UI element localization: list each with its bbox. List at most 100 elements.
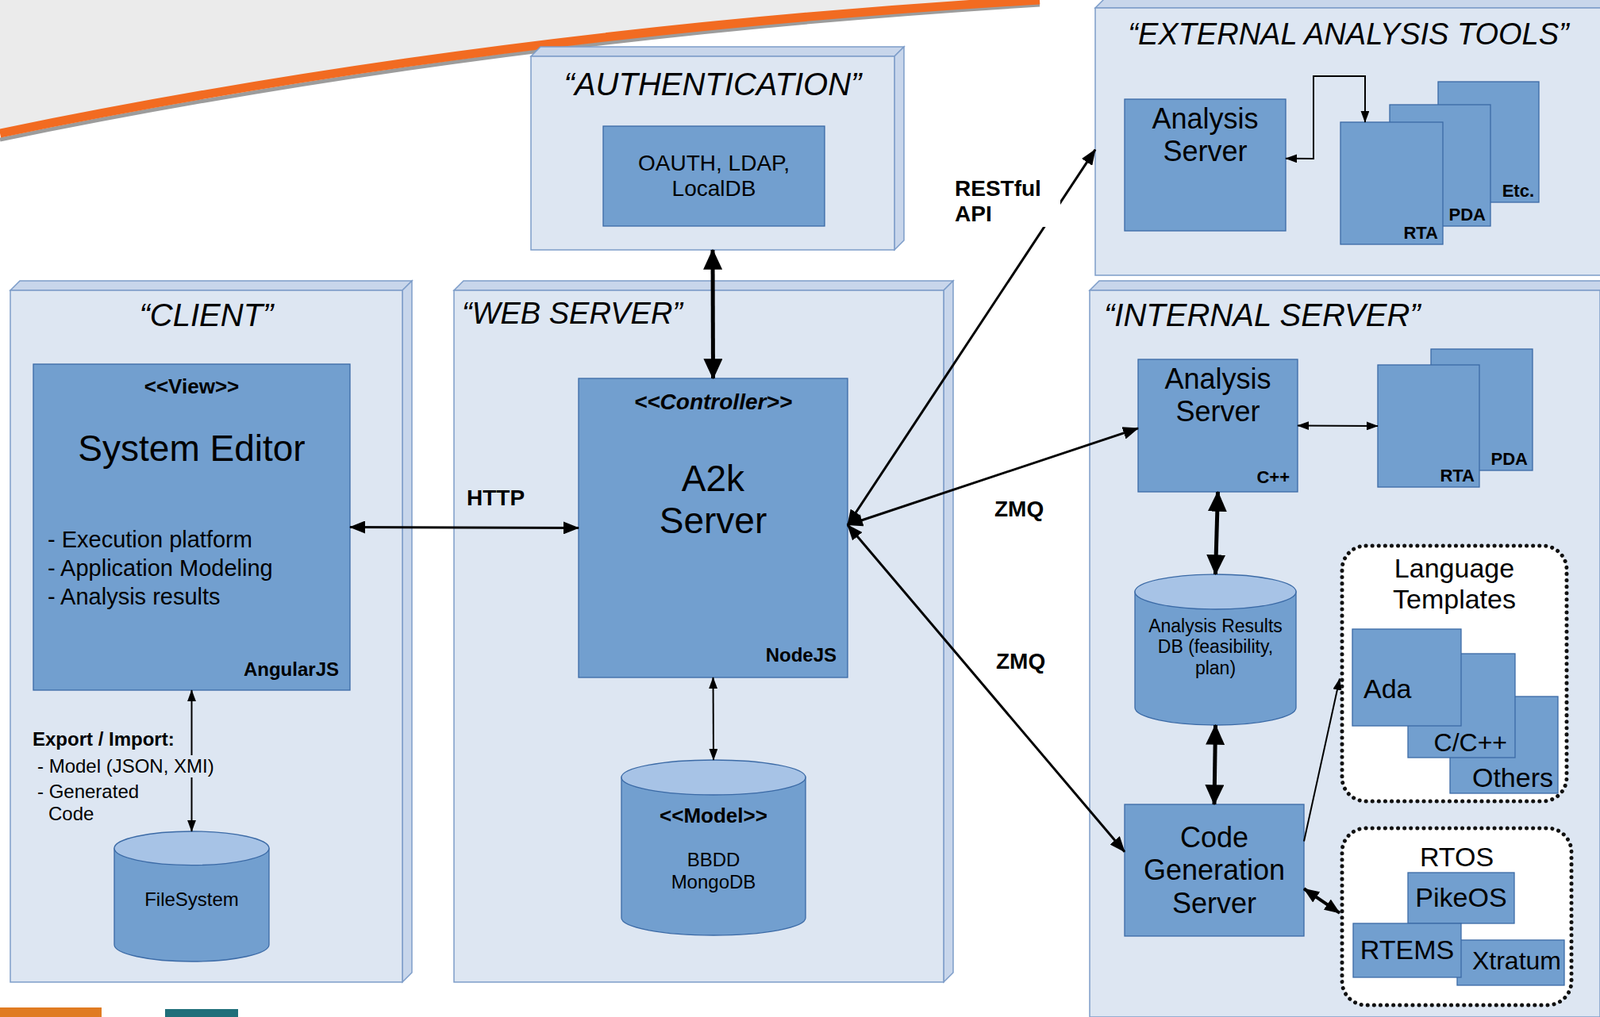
node-text: C/C++ [1434,728,1508,758]
connector [847,428,1139,526]
node-text: BBDD MongoDB [661,849,766,893]
connector [1303,679,1340,843]
node-text: Others [1472,762,1554,794]
component-box-outline [1377,365,1480,488]
node-text: RTA [1403,223,1439,243]
node-text: C++ [1256,467,1290,488]
node-text: System Editor [33,427,350,470]
component-box: Ada [1352,629,1462,727]
node-text: Language Templates [1347,553,1562,616]
node-text: Analysis Server [1138,362,1298,429]
component-box: <<View>> System Editor - Execution platfor… [33,364,350,691]
component-box: Code Generation Server [1124,804,1304,937]
connector [1297,425,1378,428]
component-box: Xtratum [1457,940,1565,986]
tier-panel: OAUTH, LDAP, LocalDB “AUTHENTICATION” [530,56,895,250]
node-text: - Execution platform [47,526,253,554]
node-text: RTA [1439,465,1475,486]
database-cylinder: FileSystem [114,831,270,962]
component-box: Etc. [1438,81,1539,203]
tier-panel: <<Controller>> A2k ServerNodeJS <<Model>> B… [453,290,944,983]
component-box: Analysis ServerC++ [1138,359,1298,493]
node-text: Xtratum [1472,946,1562,977]
connector [712,677,716,761]
node-text: PikeOS [1415,882,1507,914]
component-box-outline [1138,359,1298,493]
component-box: Analysis Server [1124,99,1286,231]
node-text: OAUTH, LDAP, LocalDB [626,150,802,202]
edge-label: HTTP [464,485,527,512]
component-box-outline [33,364,350,691]
tier-panel-outline [1089,280,1600,1017]
database-cylinder-outline [114,831,270,962]
tier-panel-outline [1095,0,1600,276]
node-text: RTEMS [1360,934,1454,966]
node-text: <<Controller>> [578,389,848,416]
component-box: PikeOS [1407,873,1515,924]
node-text: Analysis Results DB (feasibility, plan) [1141,615,1290,679]
component-box: OAUTH, LDAP, LocalDB [603,126,825,227]
connector [1215,492,1219,575]
node-text: Etc. [1502,180,1535,201]
note-text: - Model (JSON, XMI) [34,755,217,778]
panel-title: “INTERNAL SERVER” [1103,296,1421,334]
component-box: RTA [1340,122,1443,245]
component-box-outline [1352,629,1462,727]
tier-panel: <<View>> System Editor - Execution platfor… [10,290,403,983]
component-box: PDA [1389,104,1491,227]
tier-panel: Analysis ServerC++ RTA PDA Analysis Results… [1089,290,1600,1017]
node-text: Ada [1363,673,1412,705]
component-box-outline [578,378,848,678]
connector [847,525,1125,853]
panel-title: “AUTHENTICATION” [530,65,895,103]
template-group: PikeOS RTEMS Xtratum RTOS [1339,826,1574,1008]
connector [1214,725,1216,805]
component-box: RTEMS [1353,923,1462,978]
database-cylinder: Analysis Results DB (feasibility, plan) [1134,574,1297,726]
template-group-outline [1342,546,1567,802]
node-text: A2k Server [634,457,793,543]
component-box-outline [1407,873,1515,924]
node-text: AngularJS [243,658,339,681]
node-text: PDA [1491,449,1528,470]
connector [847,150,1096,526]
component-box-outline [1124,99,1286,231]
panel-title: “WEB SERVER” [461,296,683,332]
component-box-outline [1340,122,1443,245]
tier-panel: Analysis ServerRTAPDA Etc. “EXTERNAL ANALY… [1095,7,1600,276]
component-box: PDA [1430,349,1533,471]
connector [350,527,579,529]
node-text: <<Model>> [621,804,806,829]
edge-label: RESTful API [952,176,1061,227]
node-text: NodeJS [765,644,837,667]
database-cylinder-outline [621,760,806,936]
database-cylinder: <<Model>> BBDD MongoDB [621,760,806,936]
node-text: - Application Modeling [47,555,274,582]
component-box-outline [1457,940,1565,986]
component-box-outline [603,126,825,227]
panel-title: “CLIENT” [10,296,403,334]
edge-label: ZMQ [992,496,1047,523]
note-text: - Generated Code [34,780,186,825]
node-text: <<View>> [33,375,350,400]
component-box: C/C++ [1407,653,1516,758]
component-box-outline [1124,804,1304,937]
edge-label: ZMQ [993,649,1048,675]
node-text: RTOS [1339,842,1574,874]
database-cylinder-outline [1134,574,1297,726]
template-group: AdaC/C++ Others Language Templates [1339,543,1570,804]
logo-fragment [165,1009,239,1017]
note-text: Export / Import: [30,728,177,751]
component-box-outline [1353,923,1462,978]
panel-title: “EXTERNAL ANALYSIS TOOLS” [1095,17,1600,53]
component-box: RTA [1377,365,1480,488]
connector [1285,76,1366,159]
tier-panel-outline [10,280,412,983]
node-text: Analysis Server [1124,102,1286,169]
component-box: <<Controller>> A2k ServerNodeJS [578,378,848,678]
